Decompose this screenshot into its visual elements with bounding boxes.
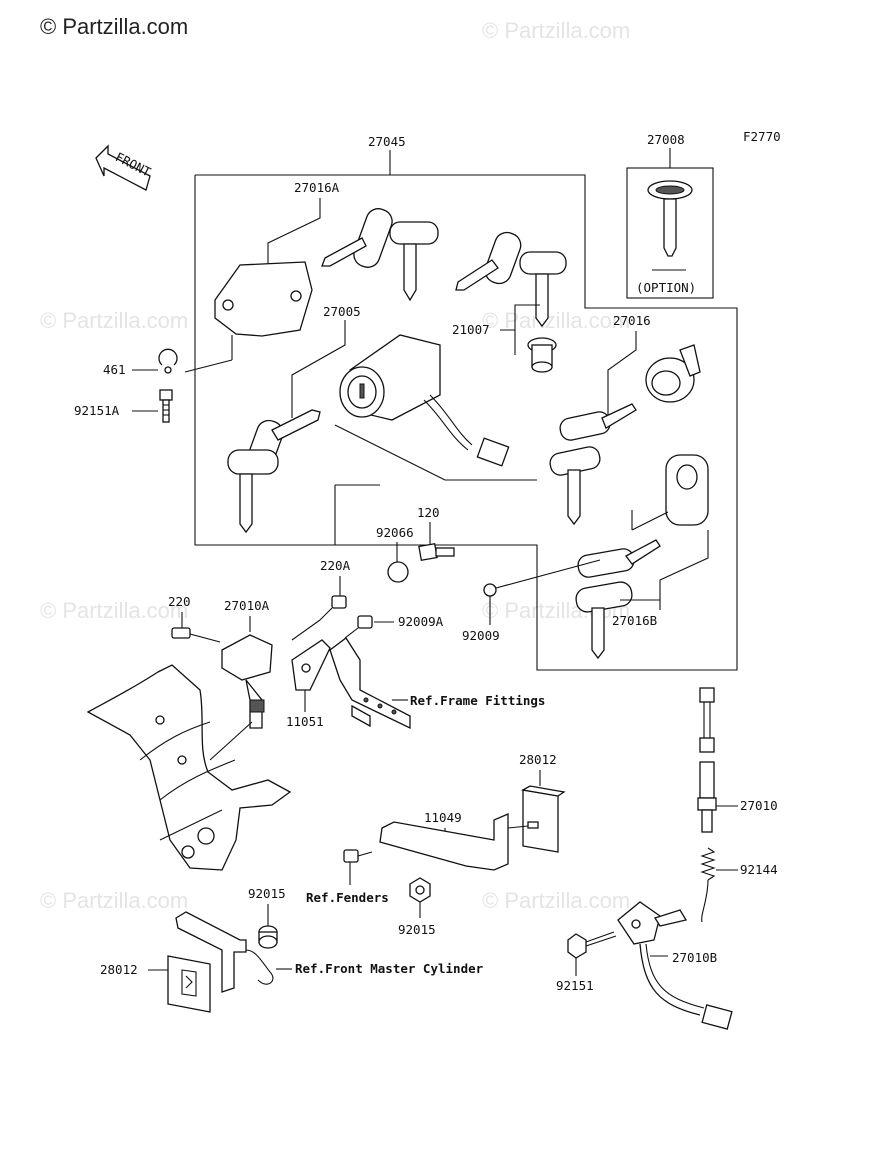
- label-11049: 11049: [424, 810, 462, 825]
- label-92151: 92151: [556, 978, 594, 993]
- switch-27010A-icon: [221, 634, 273, 729]
- label-92151A: 92151A: [74, 403, 120, 418]
- label-27005: 27005: [323, 304, 361, 319]
- figure-code: F2770: [743, 129, 781, 144]
- rubber-pad-28012-lower-icon: [167, 955, 211, 1013]
- label-28012-lower: 28012: [100, 962, 138, 977]
- circlip-461-icon: [158, 348, 178, 374]
- ignition-switch-27005-icon: [339, 334, 510, 467]
- label-27016: 27016: [613, 313, 651, 328]
- rubber-pad-28012-icon: [521, 785, 566, 853]
- cap-92066-icon: [387, 561, 409, 583]
- label-21007: 21007: [452, 322, 490, 337]
- label-27010A: 27010A: [224, 598, 270, 613]
- collar-92015-icon: [258, 925, 278, 949]
- label-27016B: 27016B: [612, 613, 657, 628]
- switch-cover-icon: [214, 261, 313, 337]
- label-92009A: 92009A: [398, 614, 444, 629]
- watermark: © Partzilla.com: [40, 308, 189, 333]
- front-arrow-icon: FRONT: [95, 144, 154, 191]
- ref-fenders: Ref.Fenders: [306, 890, 389, 905]
- brake-switch-27010-icon: [697, 687, 717, 833]
- watermark: © Partzilla.com: [482, 308, 631, 333]
- watermark: © Partzilla.com: [40, 888, 189, 913]
- watermark: © Partzilla.com: [40, 598, 189, 623]
- label-92144: 92144: [740, 862, 778, 877]
- watermark: © Partzilla.com: [482, 18, 631, 43]
- watermark: © Partzilla.com: [482, 888, 631, 913]
- label-92015-middle: 92015: [398, 922, 436, 937]
- option-label: (OPTION): [636, 280, 696, 295]
- key-set-27016A-icon: [321, 208, 567, 328]
- key-27008-icon: [647, 180, 693, 271]
- screw-92009A-icon: [344, 615, 373, 639]
- frame-fitting-bracket-icon: [329, 637, 411, 730]
- label-27016A: 27016A: [294, 180, 340, 195]
- label-27010B: 27010B: [672, 950, 717, 965]
- label-27008: 27008: [647, 132, 685, 147]
- copyright-notice: © Partzilla.com: [40, 14, 189, 39]
- ref-front-master-cylinder: Ref.Front Master Cylinder: [295, 961, 484, 976]
- frame-body-icon: [86, 664, 292, 871]
- label-11051: 11051: [286, 714, 324, 729]
- label-27010: 27010: [740, 798, 778, 813]
- key-set-27016B-icon: [575, 539, 661, 660]
- seat-lock-27016B-icon: [665, 454, 709, 526]
- lower-bracket-icon: [175, 911, 274, 993]
- screw-220A-icon: [319, 595, 347, 621]
- bracket-11049-icon: [379, 813, 539, 871]
- nut-92015-icon: [409, 877, 431, 903]
- assembly-frame-27045: [194, 174, 738, 671]
- label-92015-lower: 92015: [248, 886, 286, 901]
- key-set-27016-icon: [549, 403, 637, 526]
- label-120: 120: [417, 505, 440, 520]
- spring-92144-icon: [700, 847, 716, 923]
- key-cylinder-21007-icon: [527, 337, 557, 373]
- label-220A: 220A: [320, 558, 351, 573]
- screw-92009-icon: [483, 559, 601, 597]
- bolt-fenders-icon: [343, 849, 373, 863]
- label-28012-upper: 28012: [519, 752, 557, 767]
- label-220: 220: [168, 594, 191, 609]
- bracket-27010B-icon: [617, 901, 733, 1030]
- bolt-92151-icon: [567, 931, 617, 959]
- bracket-11051-icon: [291, 639, 331, 691]
- label-461: 461: [103, 362, 126, 377]
- label-92009: 92009: [462, 628, 500, 643]
- lock-27016-icon: [645, 344, 701, 403]
- label-92066: 92066: [376, 525, 414, 540]
- ref-frame-fittings: Ref.Frame Fittings: [410, 693, 545, 708]
- screw-220-icon: [171, 627, 221, 643]
- key-set-27005-icon: [227, 409, 321, 534]
- bolt-92151A-icon: [159, 389, 173, 423]
- screw-120-icon: [418, 542, 455, 562]
- label-27045: 27045: [368, 134, 406, 149]
